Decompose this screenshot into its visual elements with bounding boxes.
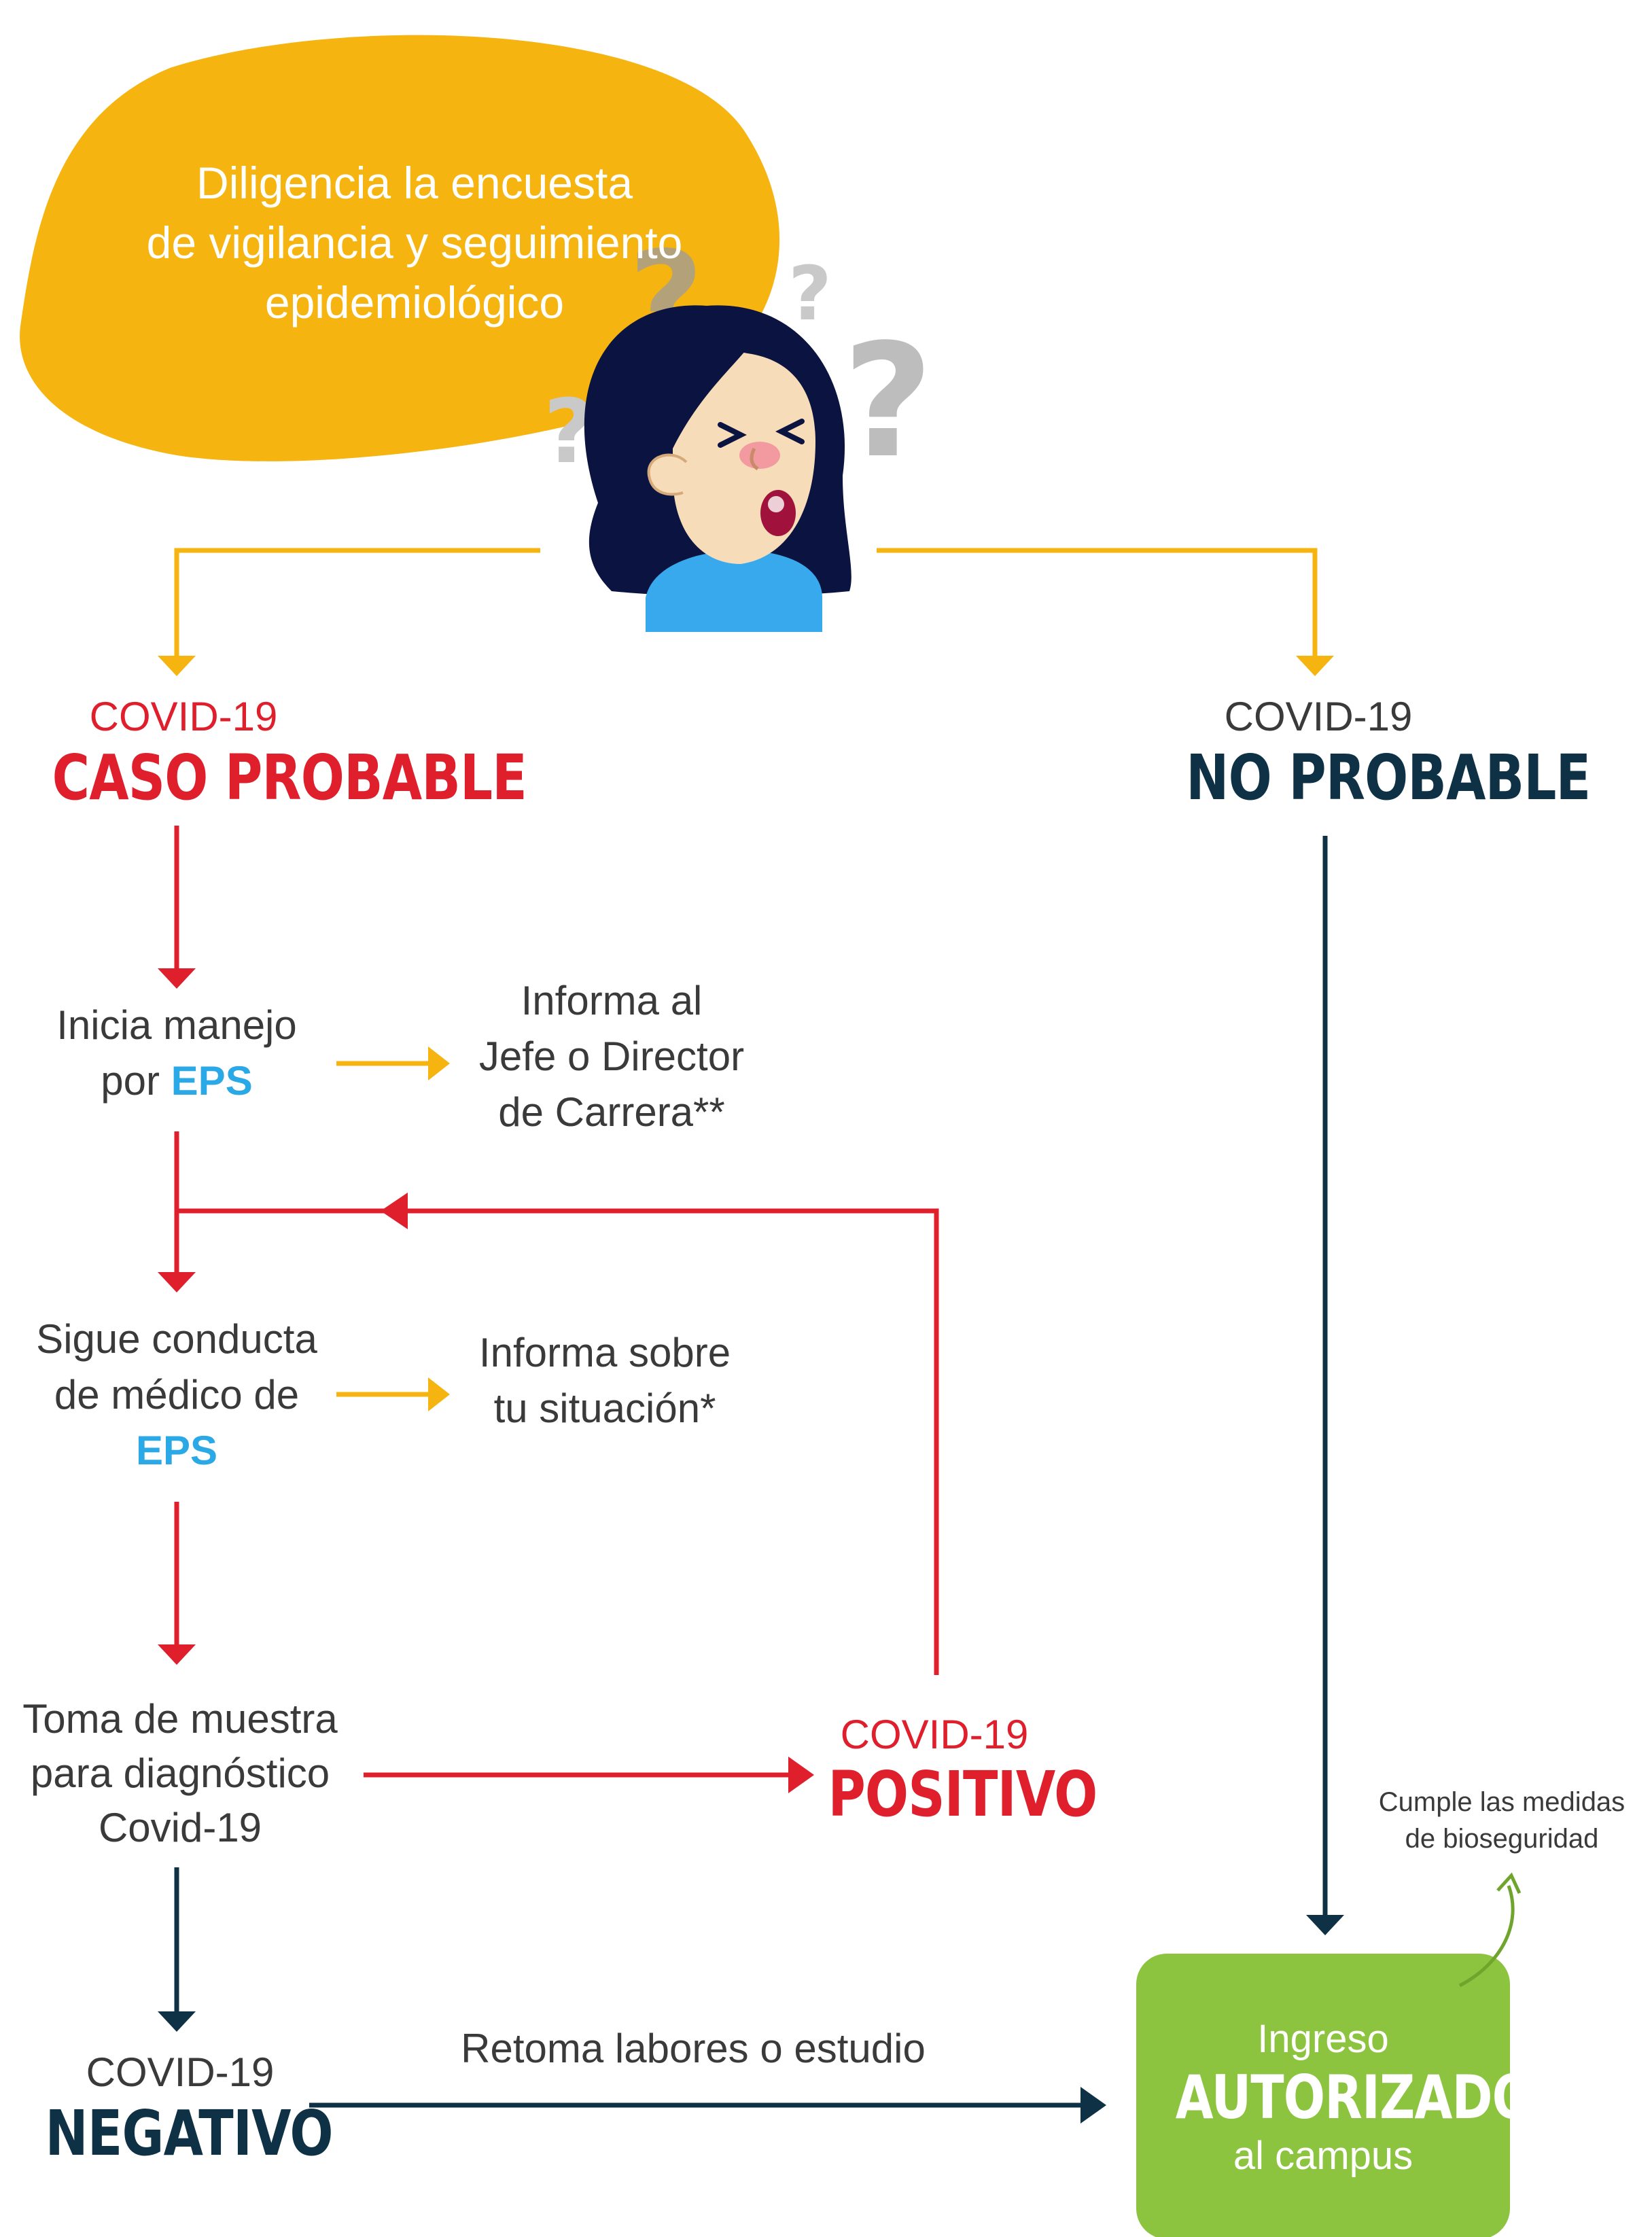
biosecurity-line: Cumple las medidas (1378, 1787, 1625, 1817)
follow-doctor-line2: de médico de (54, 1372, 300, 1417)
no-probable-label: COVID-19 NO PROBABLE (1142, 690, 1591, 812)
negative-big: NEGATIVO (45, 2097, 333, 2170)
biosecurity-text: Cumple las medidas de bioseguridad (1359, 1784, 1645, 1857)
positive-label: COVID-19 POSITIVO (798, 1709, 1097, 1829)
arrow-head (428, 1046, 450, 1080)
inform-situation-text: Informa sobre tu situación* (445, 1325, 765, 1437)
arrow-positive-loop (177, 1208, 939, 1675)
inform-situation-line: tu situación* (493, 1386, 716, 1431)
inform-jefe-text: Informa al Jefe o Director de Carrera** (449, 973, 775, 1140)
eps-start-line2: por (101, 1058, 160, 1104)
inform-jefe-line: de Carrera** (498, 1089, 725, 1135)
follow-doctor-text: Sigue conducta de médico de EPS (0, 1311, 353, 1479)
authorized-big: AUTORIZADO (1175, 2062, 1534, 2132)
start-text-line: de vigilancia y seguimiento (146, 217, 683, 268)
authorized-line1: Ingreso (1257, 2017, 1389, 2061)
eps-label: EPS (135, 1428, 218, 1473)
eps-start-line1: Inicia manejo (56, 1002, 297, 1048)
inform-situation-line: Informa sobre (478, 1330, 731, 1375)
negative-label: COVID-19 NEGATIVO (14, 2045, 347, 2168)
probable-big: CASO PROBABLE (52, 741, 527, 814)
biosecurity-line: de bioseguridad (1405, 1824, 1599, 1854)
start-text-line: Diligencia la encuesta (196, 158, 633, 208)
resume-line: Retoma labores o estudio (461, 2026, 926, 2071)
authorized-line3: al campus (1233, 2134, 1413, 2178)
arrow-head (428, 1377, 450, 1411)
arrow-head (1080, 2087, 1106, 2124)
eps-start-text: Inicia manejo por EPS (14, 998, 340, 1109)
worried-girl-illustration (584, 305, 851, 632)
biosecurity-arrow (1458, 1885, 1515, 1988)
arrow-head (1306, 1915, 1344, 1935)
question-mark-icon: ? (788, 250, 832, 337)
negative-small: COVID-19 (86, 2049, 275, 2095)
sample-line: para diagnóstico (30, 1750, 330, 1796)
arrow-head (158, 1644, 196, 1665)
arrow-head (788, 1757, 814, 1793)
probable-label: COVID-19 CASO PROBABLE (0, 690, 527, 812)
resume-text: Retoma labores o estudio (381, 2022, 1006, 2076)
follow-doctor-line1: Sigue conducta (36, 1316, 317, 1362)
arrow-to-no-probable (877, 548, 1318, 669)
sample-text: Toma de muestra para diagnóstico Covid-1… (0, 1692, 360, 1855)
start-blob (20, 35, 780, 461)
arrow-head (1496, 1872, 1522, 1895)
authorized-box (1136, 1954, 1510, 2237)
arrow-to-probable (174, 548, 540, 669)
arrow-head (158, 2011, 196, 2032)
question-mark-icon: ? (843, 311, 933, 493)
svg-text:?: ? (788, 250, 832, 337)
no-probable-big: NO PROBABLE (1186, 741, 1591, 814)
arrow-head (158, 1272, 196, 1292)
arrow-head (381, 1193, 408, 1229)
start-text-line: epidemiológico (264, 277, 565, 328)
positive-small: COVID-19 (840, 1712, 1029, 1757)
no-probable-small: COVID-19 (1224, 694, 1413, 739)
eps-label: EPS (171, 1058, 253, 1104)
authorized-text: Ingreso AUTORIZADO al campus (1136, 2015, 1534, 2181)
probable-small: COVID-19 (89, 694, 278, 739)
sample-line: Covid-19 (98, 1805, 262, 1850)
positive-big: POSITIVO (828, 1758, 1097, 1831)
start-text: Diligencia la encuesta de vigilancia y s… (82, 153, 748, 332)
arrow-head (158, 968, 196, 989)
sample-line: Toma de muestra (22, 1696, 338, 1742)
inform-jefe-line: Informa al (521, 978, 703, 1023)
arrow-head (1296, 656, 1334, 676)
arrow-head (158, 656, 196, 676)
inform-jefe-line: Jefe o Director (478, 1034, 745, 1079)
svg-text:?: ? (843, 311, 933, 493)
